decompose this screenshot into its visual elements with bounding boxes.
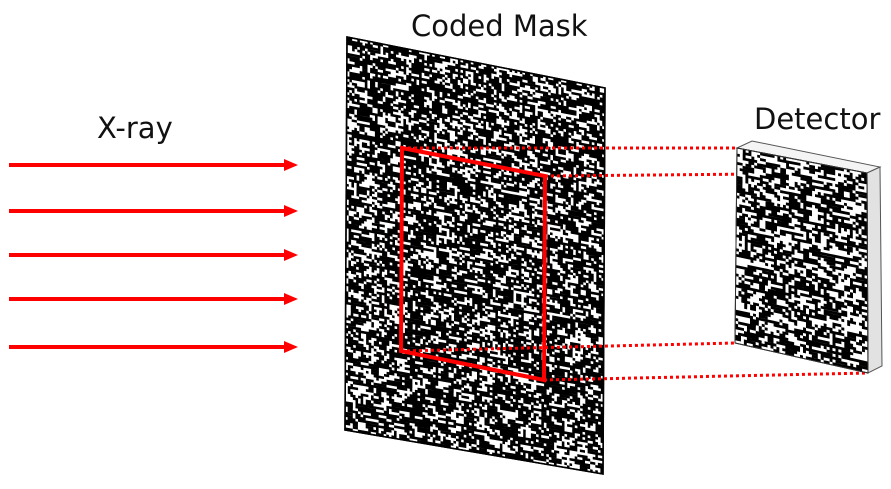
detector-label: Detector	[754, 102, 881, 136]
detector-side-face	[866, 166, 883, 374]
coded-mask-label: Coded Mask	[411, 9, 588, 43]
projection-lines	[400, 146, 869, 382]
detector-block	[734, 140, 883, 374]
projection-line-bottom-right	[543, 371, 869, 382]
xray-label: X-ray	[97, 111, 173, 145]
coded-mask-panel	[344, 36, 606, 475]
xray-arrow	[9, 159, 298, 171]
xray-arrow	[9, 249, 298, 261]
detector-pattern	[735, 149, 868, 372]
coded-mask-pattern	[345, 37, 605, 474]
projection-line-bottom-left	[400, 341, 736, 353]
xray-arrow	[9, 341, 298, 353]
xray-arrow	[9, 293, 298, 305]
xray-arrows	[9, 159, 298, 353]
xray-arrow	[9, 205, 298, 217]
